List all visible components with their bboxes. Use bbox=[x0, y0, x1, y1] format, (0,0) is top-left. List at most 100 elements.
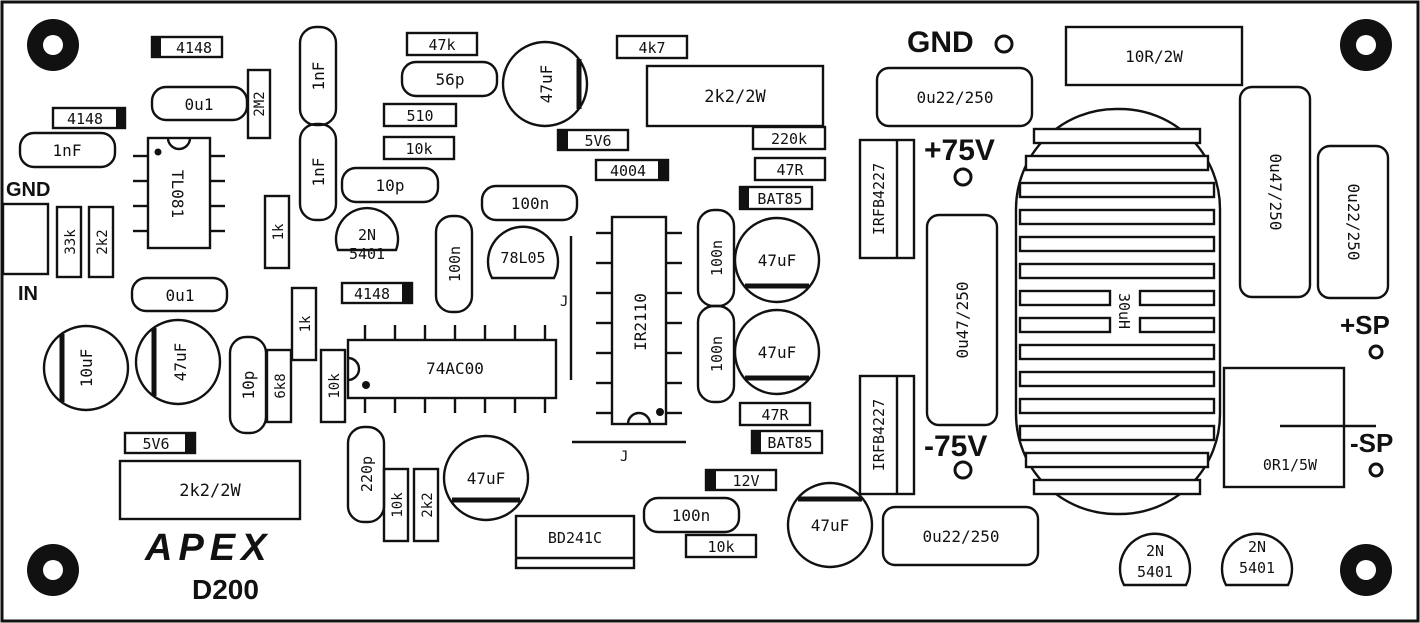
ic-74ac00: 74AC00 bbox=[346, 325, 558, 413]
res-4k7: 4k7 bbox=[615, 34, 689, 60]
res-47r-b: 47R bbox=[738, 401, 812, 427]
jumper-j2-label: J bbox=[620, 449, 628, 465]
cap-220p-label: 220p bbox=[358, 456, 376, 492]
res-2k2-c-label: 2k2 bbox=[420, 492, 436, 517]
cap-10uf: 10uF bbox=[42, 324, 130, 412]
res-47k-label: 47k bbox=[428, 36, 455, 54]
res-2k2-2w-top: 2k2/2W bbox=[645, 64, 825, 128]
cap-0u47-mid-label: 0u47/250 bbox=[953, 281, 972, 358]
transistor-2n5401-b-line2: 5401 bbox=[1137, 563, 1173, 581]
res-1k-b-label: 1k bbox=[298, 315, 314, 332]
cap-100n-b: 100n bbox=[434, 214, 474, 314]
cap-100n-a: 100n bbox=[480, 184, 579, 222]
mosfet-irfb4227-top-label: IRFB4227 bbox=[870, 163, 888, 235]
res-47r-a-label: 47R bbox=[776, 161, 804, 179]
plus-sp-label: +SP bbox=[1340, 310, 1390, 340]
cap-56p: 56p bbox=[400, 60, 499, 98]
cap-0u22-right-label: 0u22/250 bbox=[1344, 183, 1363, 260]
diode-4148-a: 4148 bbox=[150, 35, 224, 59]
res-1k-a: 1k bbox=[263, 194, 291, 270]
res-220k: 220k bbox=[751, 125, 827, 151]
cap-0u1-mid-label: 0u1 bbox=[166, 286, 195, 305]
cap-100n-b-label: 100n bbox=[446, 246, 464, 282]
jumper-j2: J bbox=[572, 440, 686, 465]
cap-47uf-f-label: 47uF bbox=[811, 516, 850, 535]
cap-47uf-e-label: 47uF bbox=[467, 469, 506, 488]
ic-74ac00-label: 74AC00 bbox=[426, 359, 484, 378]
regulator-78l05: 78L05 bbox=[486, 225, 560, 280]
cap-100n-c-label: 100n bbox=[708, 240, 726, 276]
jumper-j1: J bbox=[560, 236, 573, 380]
cap-0u47-right: 0u47/250 bbox=[1238, 85, 1312, 299]
cap-10p-label: 10p bbox=[239, 371, 258, 400]
res-510: 510 bbox=[382, 102, 458, 128]
cap-100n-a-label: 100n bbox=[511, 194, 550, 213]
input-connector bbox=[1, 202, 50, 276]
zener-12v: 12V bbox=[704, 468, 778, 492]
regulator-78l05-label: 78L05 bbox=[500, 249, 545, 267]
res-33k: 33k bbox=[55, 205, 83, 279]
jumper-j1-label: J bbox=[560, 294, 568, 310]
res-0r1-5w-label: 0R1/5W bbox=[1263, 456, 1318, 474]
cap-100n-e: 100n bbox=[642, 496, 741, 534]
transistor-2n5401-a-line1: 2N bbox=[358, 226, 376, 244]
cap-10p-b: 10p bbox=[340, 166, 440, 204]
diode-4148-b-label: 4148 bbox=[67, 110, 103, 128]
diode-4148-a-label: 4148 bbox=[176, 39, 212, 57]
in-label: IN bbox=[18, 283, 38, 305]
gnd-in-label: GND bbox=[6, 179, 50, 201]
transistor-2n5401-a: 2N 5401 bbox=[334, 206, 400, 263]
cap-0u1-mid: 0u1 bbox=[130, 276, 229, 313]
ic-tl081: TL081 bbox=[133, 136, 225, 250]
res-1k-a-label: 1k bbox=[271, 223, 287, 240]
transistor-bd241c-label: BD241C bbox=[548, 529, 602, 547]
zener-12v-label: 12V bbox=[732, 472, 759, 490]
res-10r-2w-label: 10R/2W bbox=[1125, 47, 1183, 66]
res-47k: 47k bbox=[405, 31, 479, 57]
diode-bat85-a-label: BAT85 bbox=[757, 190, 802, 208]
plus75v-label: +75V bbox=[924, 134, 995, 167]
res-10k-c-label: 10k bbox=[390, 492, 406, 518]
connection-pads bbox=[953, 34, 1384, 480]
cap-1nf-left-label: 1nF bbox=[53, 141, 82, 160]
mosfet-irfb4227-bottom: IRFB4227 bbox=[858, 374, 916, 496]
inductor-30uh: 30uH bbox=[1014, 107, 1222, 516]
res-4k7-label: 4k7 bbox=[638, 39, 665, 57]
res-10k-a: 10k bbox=[319, 348, 347, 424]
cap-47uf-c-label: 47uF bbox=[758, 251, 797, 270]
cap-0u47-mid: 0u47/250 bbox=[925, 213, 999, 427]
transistor-2n5401-c-line1: 2N bbox=[1248, 538, 1266, 556]
cap-47uf-left: 47uF bbox=[134, 318, 222, 406]
res-10k-d: 10k bbox=[684, 533, 758, 559]
inductor-30uh-label: 30uH bbox=[1115, 293, 1133, 329]
cap-47uf-c: 47uF bbox=[733, 216, 821, 304]
res-6k8: 6k8 bbox=[265, 348, 293, 424]
res-10k-b: 10k bbox=[382, 135, 456, 161]
cap-0u22-top: 0u22/250 bbox=[875, 66, 1034, 128]
transistor-2n5401-c: 2N 5401 bbox=[1220, 532, 1294, 587]
ic-ir2110-label: IR2110 bbox=[631, 293, 650, 351]
res-2k2-2w-left: 2k2/2W bbox=[118, 459, 302, 521]
res-2k2-c: 2k2 bbox=[412, 467, 440, 543]
gnd-top-label: GND bbox=[907, 26, 974, 59]
mosfet-irfb4227-top: IRFB4227 bbox=[858, 138, 916, 260]
diode-4148-mid: 4148 bbox=[340, 281, 414, 305]
cap-1nf-b: 1nF bbox=[298, 122, 338, 222]
res-10k-d-label: 10k bbox=[707, 538, 734, 556]
res-10k-c: 10k bbox=[382, 467, 410, 543]
transistor-bd241c: BD241C bbox=[514, 514, 636, 570]
transistor-2n5401-b-line1: 2N bbox=[1146, 542, 1164, 560]
ic-ir2110: IR2110 bbox=[596, 215, 682, 426]
res-47r-a: 47R bbox=[753, 156, 827, 182]
cap-0u22-right: 0u22/250 bbox=[1316, 144, 1390, 300]
cap-1nf-a-label: 1nF bbox=[309, 62, 328, 91]
cap-47uf-left-label: 47uF bbox=[171, 343, 190, 382]
diode-bat85-b: BAT85 bbox=[750, 429, 824, 455]
mounting-holes bbox=[27, 19, 1392, 596]
cap-0u47-right-label: 0u47/250 bbox=[1266, 153, 1285, 230]
diode-4004-label: 4004 bbox=[610, 162, 646, 180]
cap-1nf-b-label: 1nF bbox=[309, 158, 328, 187]
cap-100n-e-label: 100n bbox=[672, 506, 711, 525]
cap-10uf-label: 10uF bbox=[77, 349, 96, 388]
